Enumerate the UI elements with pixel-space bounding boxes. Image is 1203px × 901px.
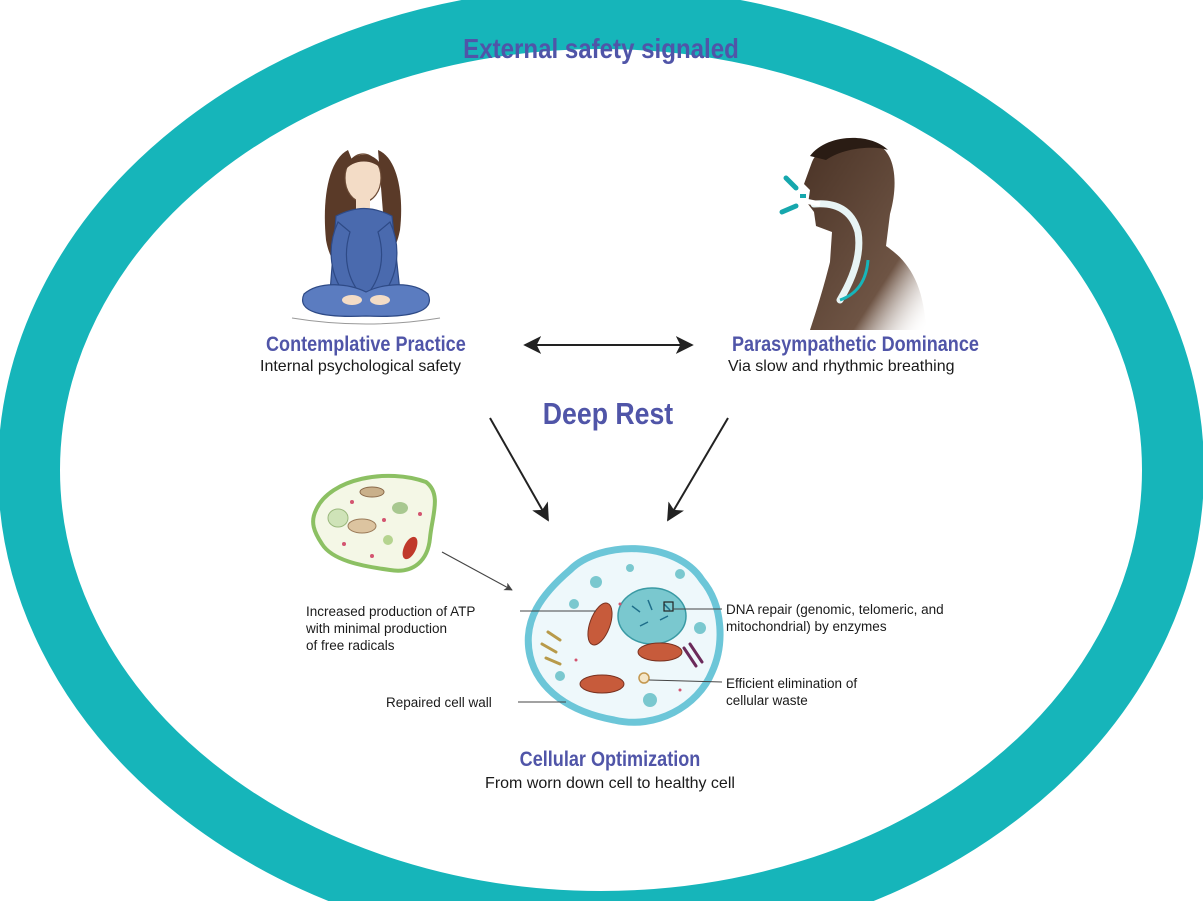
- meditating-woman-icon: [291, 150, 441, 325]
- bottom-node-title: Cellular Optimization: [519, 748, 701, 771]
- worn-cell-icon: [311, 473, 437, 573]
- waste-annotation: Efficient elimination of cellular waste: [726, 676, 858, 708]
- worn-to-healthy-arrow: [441, 551, 513, 591]
- right-node-title: Parasympathetic Dominance: [732, 333, 979, 356]
- breathing-man-icon: [779, 137, 926, 330]
- center-title: Deep Rest: [542, 396, 674, 431]
- waste-leader-line: [648, 679, 723, 683]
- dna-annotation: DNA repair (genomic, telomeric, and mito…: [726, 602, 944, 634]
- atp-annotation: Increased production of ATP with minimal…: [306, 604, 476, 653]
- healthy-cell-icon: [524, 545, 724, 726]
- left-node-title: Contemplative Practice: [266, 333, 466, 356]
- bottom-node-subtitle: From worn down cell to healthy cell: [485, 775, 735, 792]
- left-to-cell-arrow: [489, 417, 549, 522]
- cell-wall-annotation: Repaired cell wall: [386, 695, 492, 710]
- outer-title: External safety signaled: [463, 33, 739, 64]
- right-to-cell-arrow: [667, 417, 729, 522]
- right-node-subtitle: Via slow and rhythmic breathing: [728, 358, 955, 375]
- left-node-subtitle: Internal psychological safety: [260, 358, 461, 375]
